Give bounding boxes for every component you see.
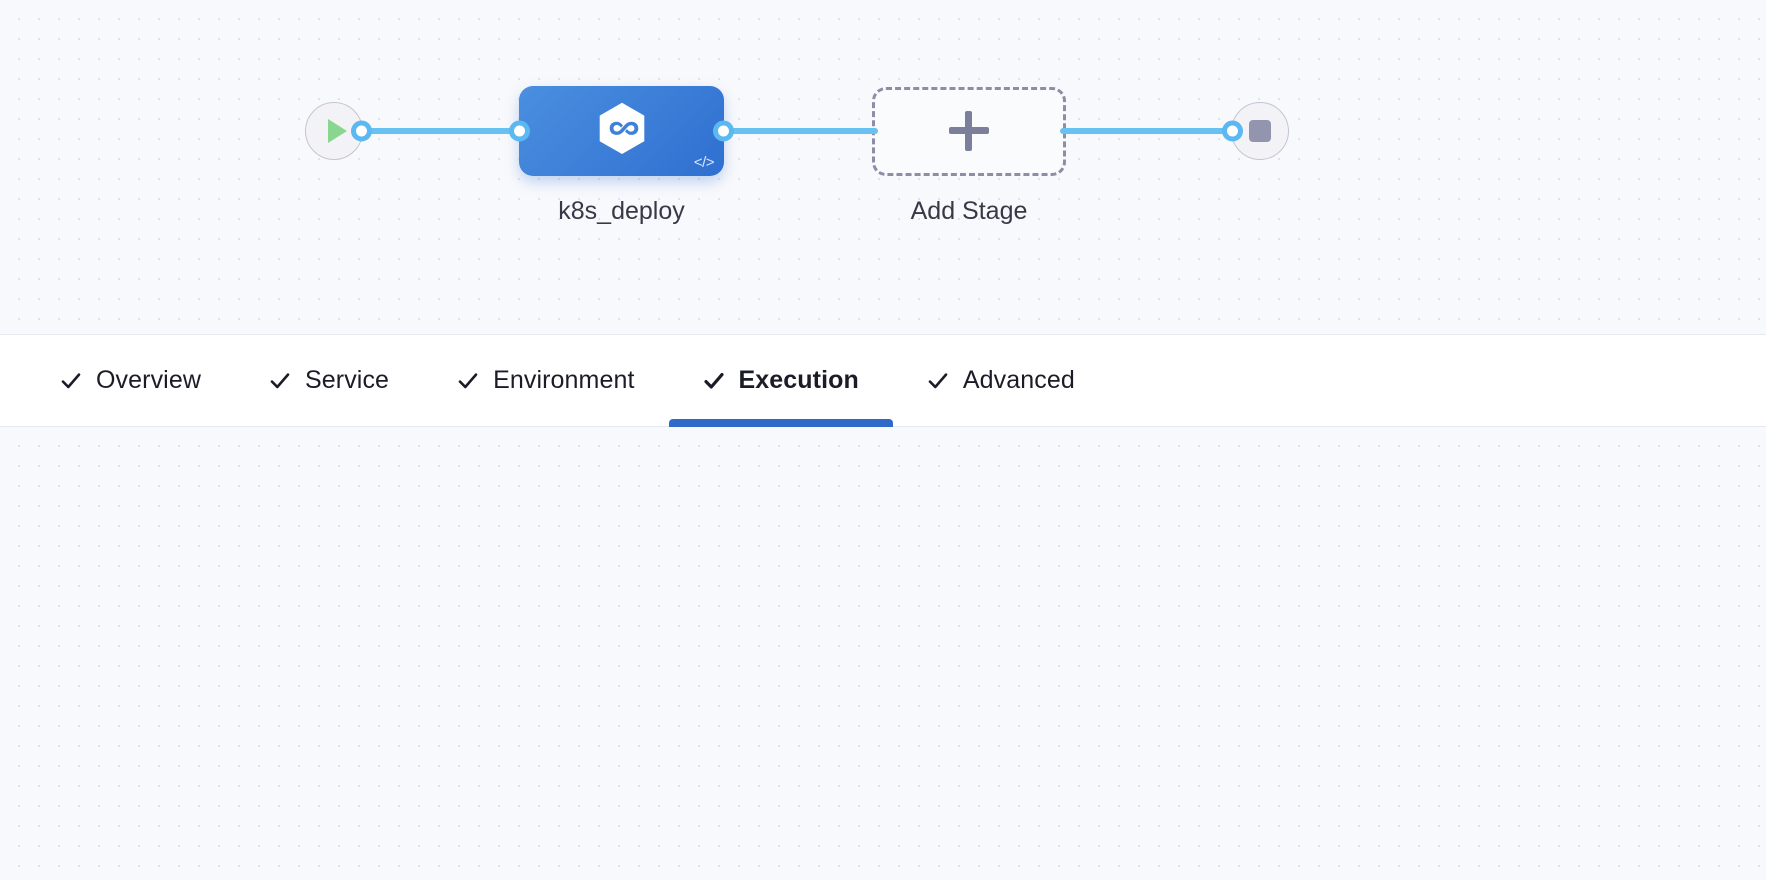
tab-label: Advanced [962, 366, 1075, 394]
check-icon [60, 370, 82, 392]
stage-output-port[interactable] [713, 120, 734, 142]
tab-environment[interactable]: Environment [423, 334, 668, 427]
plus-icon [949, 111, 989, 151]
stage-node-k8s-deploy[interactable]: </> k8s_deploy [509, 86, 734, 225]
tab-label: Environment [493, 366, 635, 394]
edge-add-stage-to-end [1060, 128, 1237, 134]
stop-icon [1249, 120, 1271, 142]
pipeline-steps-canvas[interactable]: </> K8sDiff [0, 427, 1766, 880]
add-stage-node[interactable]: Add Stage [872, 86, 1066, 225]
stage-end-node[interactable] [1222, 102, 1289, 160]
add-stage-label: Add Stage [910, 196, 1028, 225]
stage-start-node[interactable] [305, 102, 372, 160]
tab-execution[interactable]: Execution [668, 334, 893, 427]
tab-overview[interactable]: Overview [26, 334, 235, 427]
start-circle[interactable] [305, 102, 372, 160]
end-input-port[interactable] [1222, 120, 1243, 142]
tab-advanced[interactable]: Advanced [893, 334, 1109, 427]
stage-input-port[interactable] [509, 120, 530, 142]
stage-config-tabs: Overview Service Environment Execution [0, 334, 1766, 427]
check-icon [269, 370, 291, 392]
stage-card[interactable]: </> [509, 86, 734, 176]
tab-active-indicator [668, 419, 893, 427]
pipeline-stages-canvas[interactable]: </> k8s_deploy Add Stage [0, 0, 1766, 334]
tab-label: Execution [738, 366, 859, 394]
stage-label: k8s_deploy [558, 197, 685, 225]
check-icon [457, 370, 479, 392]
start-output-port[interactable] [351, 120, 372, 142]
tab-service[interactable]: Service [235, 334, 423, 427]
harness-hexagon-icon [596, 101, 648, 162]
stage-row: </> k8s_deploy Add Stage [305, 86, 1289, 225]
play-icon [327, 119, 347, 143]
add-stage-button[interactable] [872, 86, 1066, 176]
code-badge-icon: </> [693, 154, 715, 171]
edge-start-to-k8s-deploy [357, 128, 525, 134]
tab-label: Overview [96, 366, 201, 394]
check-icon [703, 370, 725, 392]
tab-label: Service [305, 366, 390, 394]
end-circle[interactable] [1222, 102, 1289, 160]
edge-k8s-deploy-to-add-stage [718, 128, 878, 134]
check-icon [927, 370, 949, 392]
